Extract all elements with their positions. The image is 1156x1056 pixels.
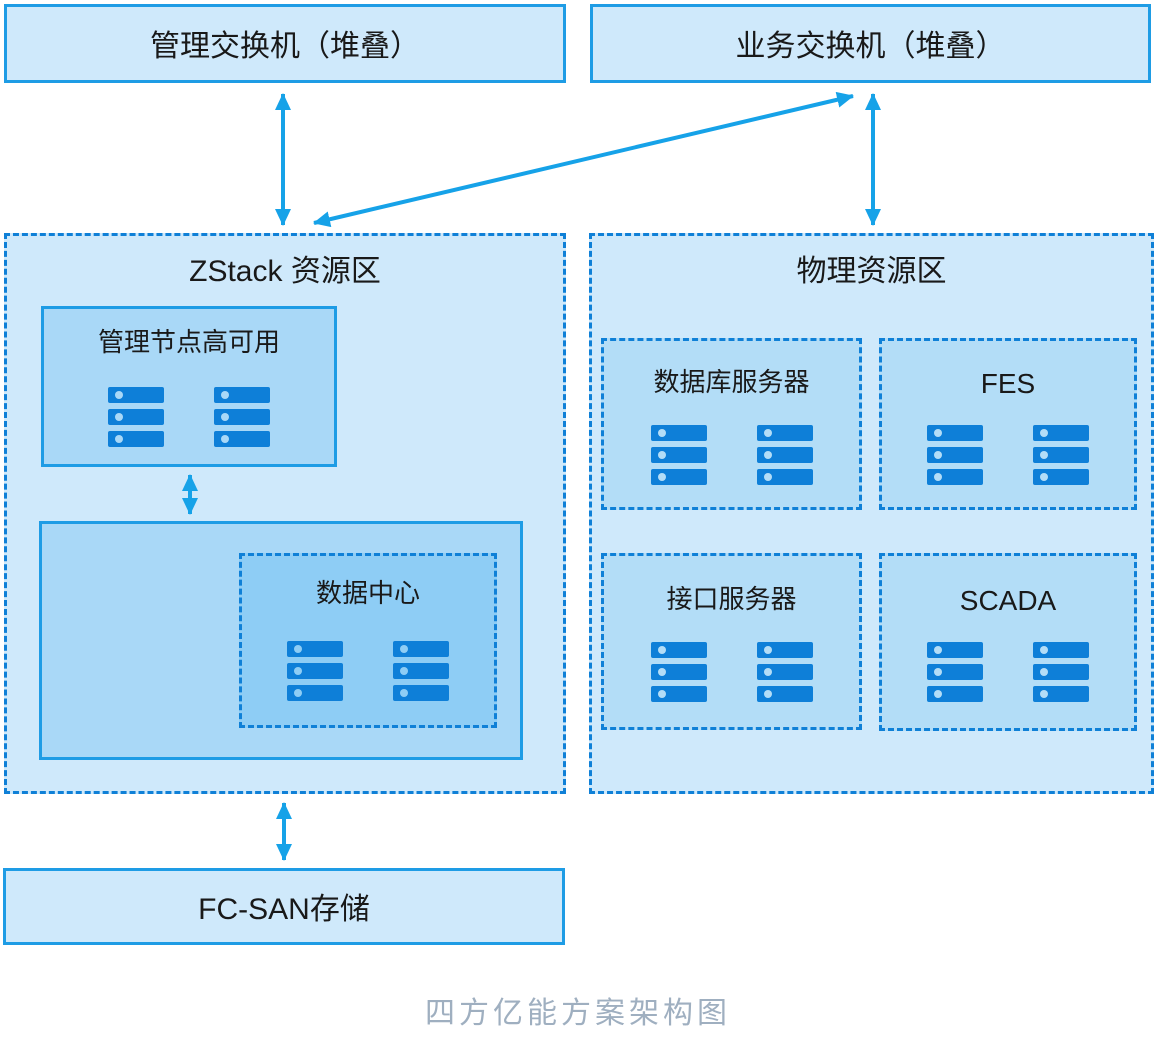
server-rack-icon xyxy=(108,387,164,447)
compute-box: 数据中心 xyxy=(39,521,523,760)
mgmt-ha-box: 管理节点高可用 xyxy=(41,306,337,467)
mgmt-switch-box: 管理交换机（堆叠） xyxy=(4,4,566,83)
mgmt-ha-label: 管理节点高可用 xyxy=(97,327,280,357)
server-icon-group xyxy=(604,425,859,485)
arrow-biz-switch-zstack xyxy=(313,91,854,228)
scada-box: SCADA xyxy=(879,553,1137,731)
server-rack-icon xyxy=(650,425,707,485)
server-icon-group xyxy=(242,641,494,701)
scada-label: SCADA xyxy=(959,585,1057,616)
server-rack-icon xyxy=(1033,425,1089,485)
server-rack-icon xyxy=(393,641,449,701)
biz-switch-label: 业务交换机（堆叠） xyxy=(735,30,1006,63)
zstack-zone: ZStack 资源区 管理节点高可用 数据中心 xyxy=(4,233,566,794)
server-icon-group xyxy=(882,642,1134,702)
server-rack-icon xyxy=(214,387,270,447)
server-rack-icon xyxy=(650,642,707,702)
server-rack-icon xyxy=(927,425,983,485)
server-rack-icon xyxy=(927,642,983,702)
diagram-caption: 四方亿能方案架构图 xyxy=(425,997,731,1030)
fes-label: FES xyxy=(980,368,1036,399)
server-rack-icon xyxy=(756,425,813,485)
data-center-label: 数据中心 xyxy=(315,578,420,608)
interface-server-box: 接口服务器 xyxy=(601,553,862,730)
db-server-box: 数据库服务器 xyxy=(601,338,862,510)
server-rack-icon xyxy=(756,642,813,702)
fcsan-storage-box: FC-SAN存储 xyxy=(3,868,565,945)
server-rack-icon xyxy=(287,641,343,701)
server-rack-icon xyxy=(1033,642,1089,702)
biz-switch-box: 业务交换机（堆叠） xyxy=(590,4,1151,83)
db-server-label: 数据库服务器 xyxy=(653,367,810,397)
physical-zone: 物理资源区 数据库服务器 FES 接口服务器 SCADA xyxy=(589,233,1154,794)
fcsan-storage-label: FC-SAN存储 xyxy=(198,893,370,926)
interface-server-label: 接口服务器 xyxy=(666,584,797,614)
fes-box: FES xyxy=(879,338,1137,510)
server-icon-group xyxy=(604,642,859,702)
server-icon-group xyxy=(882,425,1134,485)
server-icon-group xyxy=(44,387,334,447)
mgmt-switch-label: 管理交换机（堆叠） xyxy=(150,30,420,63)
physical-zone-title: 物理资源区 xyxy=(796,255,947,288)
data-center-box: 数据中心 xyxy=(239,553,497,728)
zstack-zone-title: ZStack 资源区 xyxy=(189,255,381,288)
